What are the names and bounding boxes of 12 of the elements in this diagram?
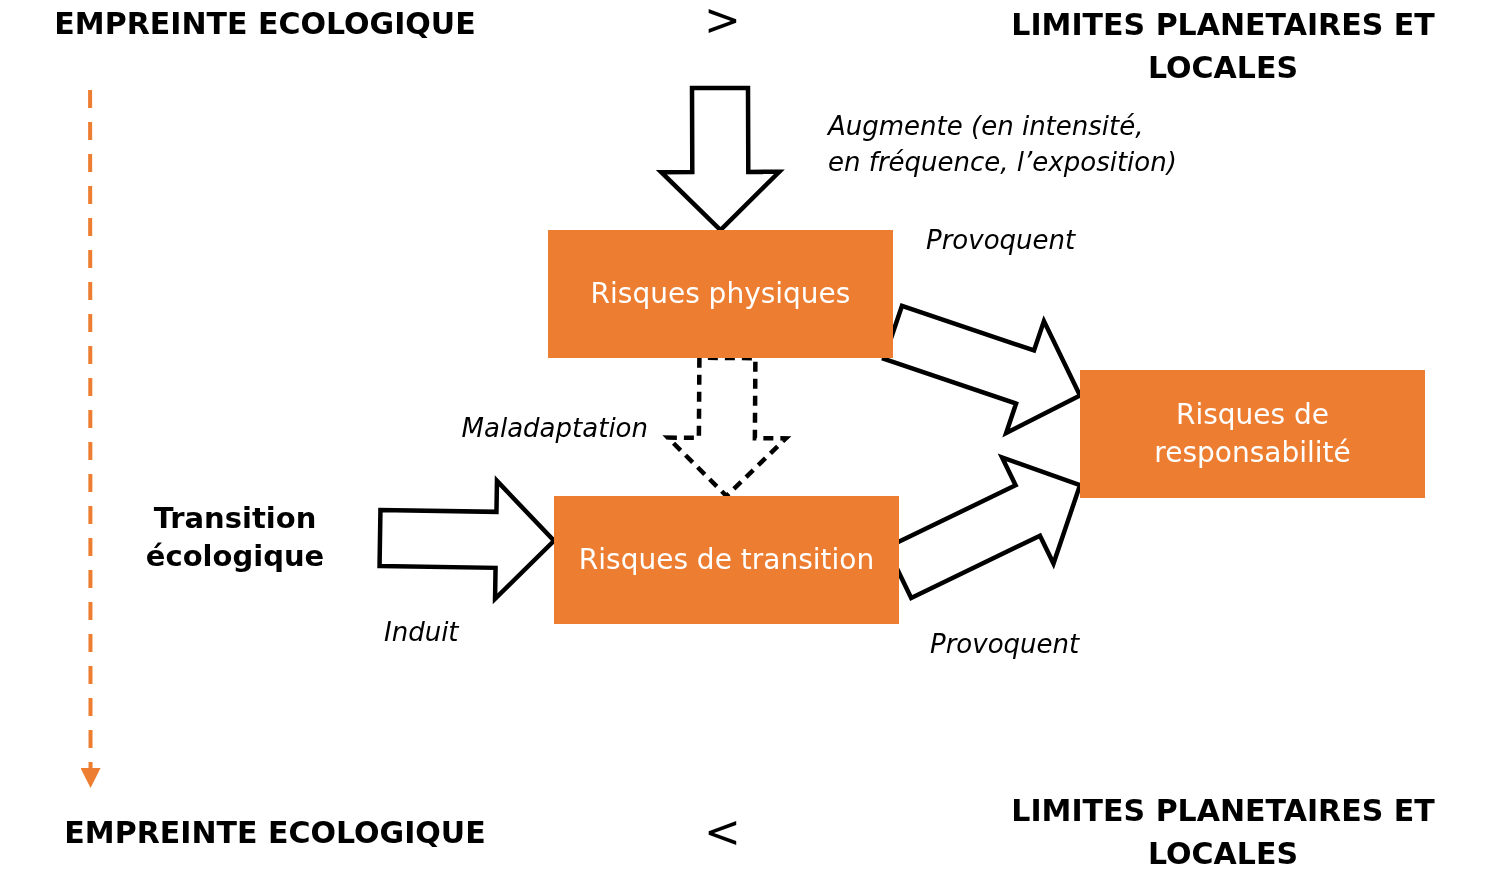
- comparison-sign: >: [704, 0, 741, 45]
- risk-box: Risques de transition: [554, 496, 899, 624]
- heading-text: EMPREINTE ECOLOGIQUE: [54, 5, 476, 44]
- heading-text: LIMITES PLANETAIRES ET LOCALES: [1010, 5, 1436, 87]
- risk-box: Risques de responsabilité: [1080, 370, 1425, 498]
- node-text: Transition écologique: [144, 500, 326, 575]
- heading-text: LIMITES PLANETAIRES ET LOCALES: [1010, 791, 1436, 869]
- comparison-sign: <: [704, 806, 741, 857]
- risk-box: Risques physiques: [548, 230, 893, 358]
- block-arrow: [881, 303, 1083, 438]
- heading-text: EMPREINTE ECOLOGIQUE: [64, 814, 486, 853]
- dashed-arrow: [80, 90, 101, 788]
